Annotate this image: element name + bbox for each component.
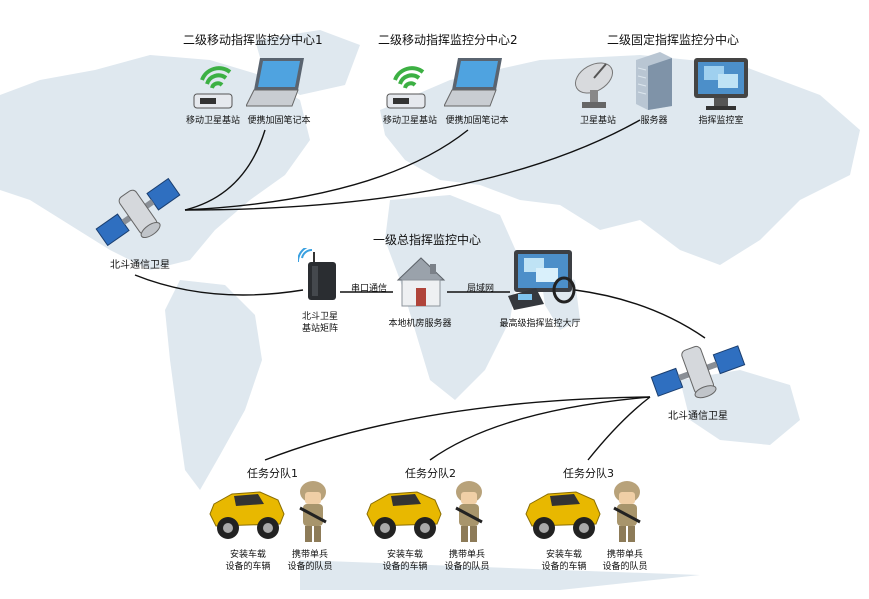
base-station-router-icon — [298, 248, 336, 300]
base-matrix-label-line1: 北斗卫星 — [301, 312, 339, 322]
sub-center-1-station-label: 移动卫星基站 — [185, 116, 241, 126]
main-center-heading: 一级总指挥监控中心 — [373, 233, 482, 247]
team-1-title: 任务分队1 — [247, 467, 298, 480]
sub-center-2-heading: 二级移动指挥监控分中心2 — [378, 33, 518, 47]
team-2-soldier-line2: 设备的队员 — [444, 562, 490, 572]
team-2-soldier-line1: 携带单兵 — [448, 550, 486, 560]
monitor-icon — [694, 58, 748, 110]
link-sat-to-laptop1 — [184, 129, 266, 211]
satellite-modem-icon — [193, 66, 233, 109]
base-matrix-label-line2: 基站矩阵 — [301, 324, 339, 334]
link-sat-to-laptop2 — [184, 129, 469, 211]
team-2-title: 任务分队2 — [405, 467, 456, 480]
fixed-center-heading: 二级固定指挥监控分中心 — [607, 33, 740, 47]
jeep-icon — [366, 491, 442, 539]
lan-link-label: 局域网 — [467, 284, 495, 294]
server-tower-icon — [636, 52, 672, 110]
jeep-icon — [525, 491, 601, 539]
link-sat-to-team1 — [264, 396, 651, 461]
team-1-soldier-line2: 设备的队员 — [287, 562, 333, 572]
link-sat-to-base-matrix — [134, 274, 304, 296]
satellite-modem-icon — [386, 66, 426, 109]
hall-label: 最高级指挥监控大厅 — [499, 319, 581, 329]
satellite-icon — [95, 177, 181, 247]
team-3-soldier-line1: 携带单兵 — [606, 550, 644, 560]
team-1-soldier-line1: 携带单兵 — [291, 550, 329, 560]
link-sat-to-team3 — [587, 396, 651, 461]
fixed-center-server-label: 服务器 — [640, 116, 668, 126]
link-sat-to-fixed-center — [184, 119, 641, 211]
soldier-icon — [299, 481, 327, 542]
sub-center-1-laptop-label: 便携加固笔记本 — [247, 116, 311, 126]
laptop-icon — [444, 58, 502, 107]
laptop-icon — [246, 58, 304, 107]
satellite-icon — [650, 345, 746, 399]
link-sat-to-team2 — [429, 396, 651, 461]
fixed-center-dish-label: 卫星基站 — [579, 116, 617, 126]
soldier-icon — [613, 481, 641, 542]
soldier-icon — [455, 481, 483, 542]
team-2-vehicle-line1: 安装车载 — [386, 550, 424, 560]
team-1-vehicle-line1: 安装车载 — [229, 550, 267, 560]
fixed-center-monitor-label: 指挥监控室 — [698, 116, 744, 126]
team-3-vehicle-line1: 安装车载 — [545, 550, 583, 560]
serial-link-label: 串口通信 — [351, 284, 388, 294]
team-3-title: 任务分队3 — [563, 467, 614, 480]
sub-center-2-station-label: 移动卫星基站 — [382, 116, 438, 126]
team-2-vehicle-line2: 设备的车辆 — [382, 562, 428, 572]
link-hall-to-sat — [574, 289, 706, 339]
left-satellite-label: 北斗通信卫星 — [110, 260, 170, 271]
right-satellite-label: 北斗通信卫星 — [668, 411, 728, 422]
local-server-label: 本地机房服务器 — [388, 319, 452, 329]
team-1-vehicle-line2: 设备的车辆 — [225, 562, 271, 572]
sub-center-1-heading: 二级移动指挥监控分中心1 — [183, 33, 323, 47]
jeep-icon — [209, 491, 285, 539]
phone-monitor-icon — [508, 250, 576, 310]
satellite-dish-icon — [575, 62, 613, 108]
team-3-soldier-line2: 设备的队员 — [602, 562, 648, 572]
sub-center-2-laptop-label: 便携加固笔记本 — [445, 116, 509, 126]
house-server-icon — [396, 257, 446, 307]
team-3-vehicle-line2: 设备的车辆 — [541, 562, 587, 572]
